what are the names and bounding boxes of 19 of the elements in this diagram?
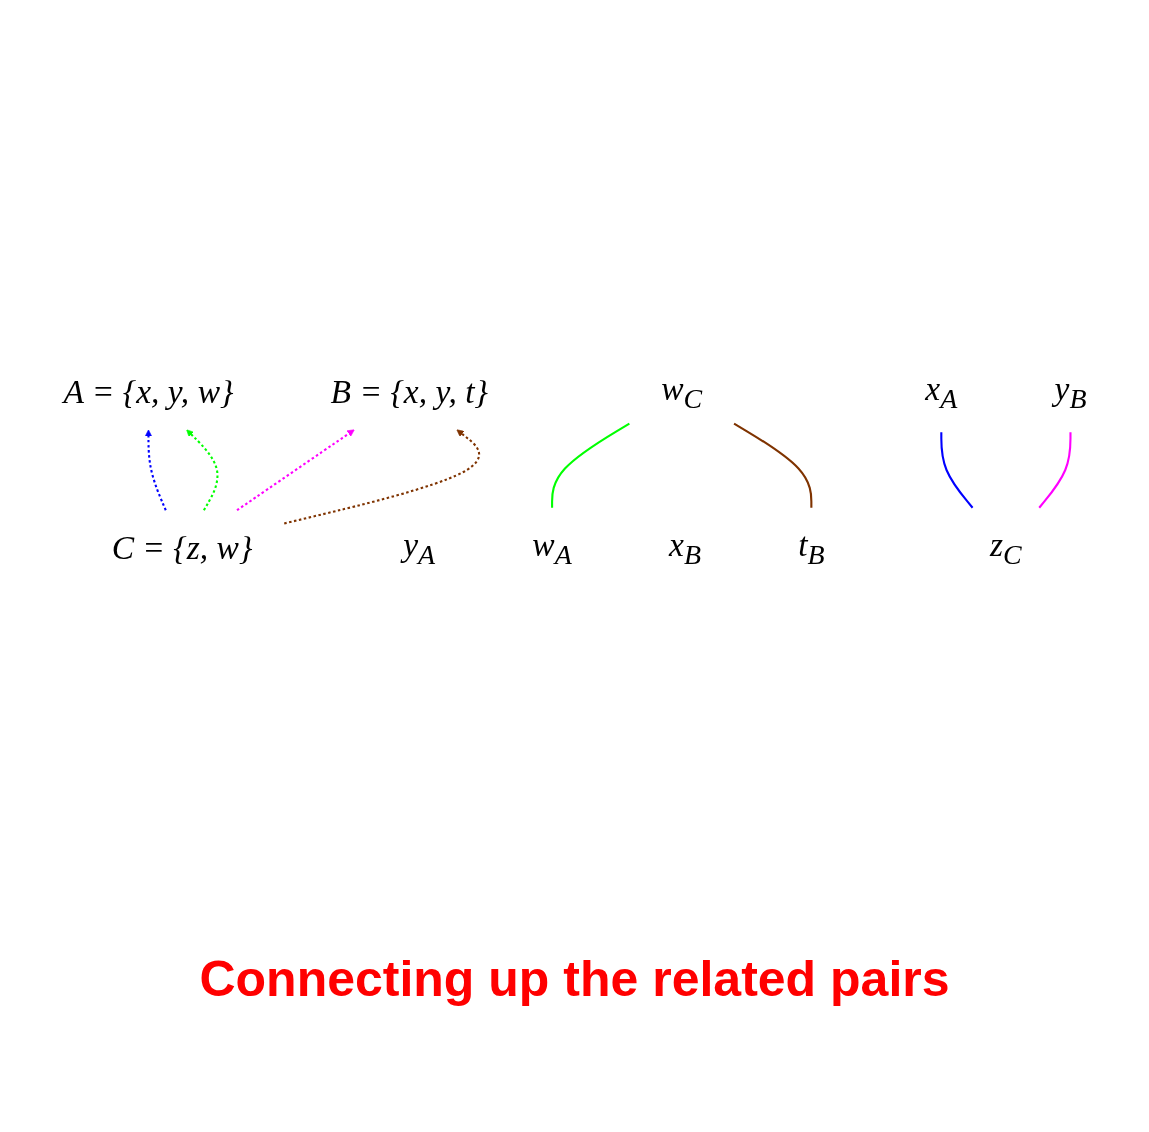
node-text: B = {x, y, t} (330, 372, 488, 411)
connector (550, 422, 630, 508)
node-text: y$_{A}$ (402, 526, 435, 570)
arrow (283, 429, 480, 525)
connector (733, 422, 812, 508)
caption: Connecting up the related pairs (199, 950, 950, 1008)
node-text: t$_{B}$ (797, 526, 825, 570)
arrow (185, 429, 218, 511)
arrow (235, 429, 355, 512)
node-text: A = {x, y, w} (63, 372, 233, 411)
node-text: x$_{A}$ (924, 370, 957, 414)
connector (1037, 432, 1072, 509)
connector (939, 432, 973, 509)
node-text: C = {z, w} (111, 528, 252, 567)
node-text: z$_{C}$ (989, 526, 1022, 570)
node-text: w$_{C}$ (660, 370, 702, 414)
arrow (144, 429, 167, 511)
node-text: x$_{B}$ (668, 526, 701, 570)
node-text: w$_{A}$ (531, 526, 572, 570)
